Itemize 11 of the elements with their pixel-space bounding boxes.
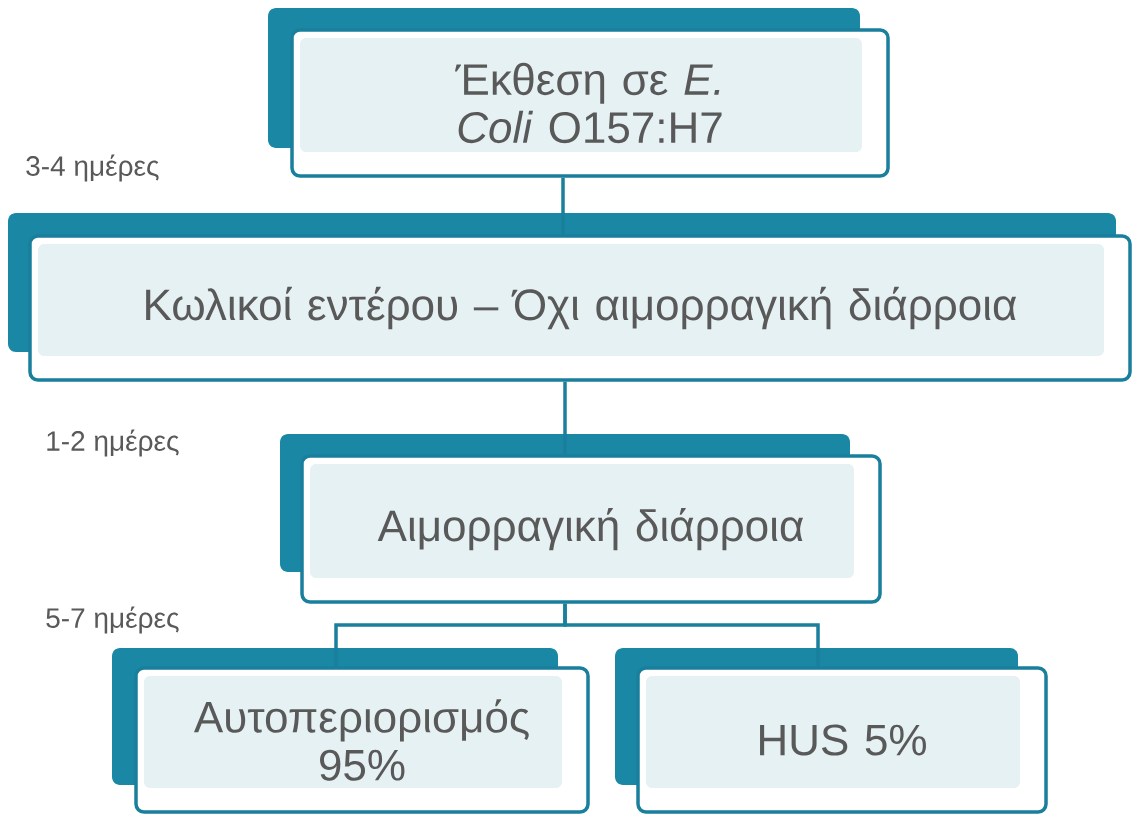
connector-line	[561, 177, 565, 235]
process-box: Έκθεση σε E. Coli O157:H7	[268, 8, 890, 178]
duration-label: 5-7 ημέρες	[46, 606, 179, 634]
process-box: Αιμορραγική διάρροια	[280, 434, 882, 604]
connector-line	[563, 603, 820, 667]
duration-label: 3-4 ημέρες	[26, 154, 159, 182]
process-box: HUS 5%	[615, 648, 1048, 814]
process-box: Αυτοπεριορισμός 95%	[112, 648, 590, 814]
connector-line	[563, 381, 567, 455]
duration-label: 1-2 ημέρες	[47, 429, 179, 457]
process-box: Κωλικοί εντέρου – Όχι αιμορραγική διάρροια	[8, 213, 1132, 382]
